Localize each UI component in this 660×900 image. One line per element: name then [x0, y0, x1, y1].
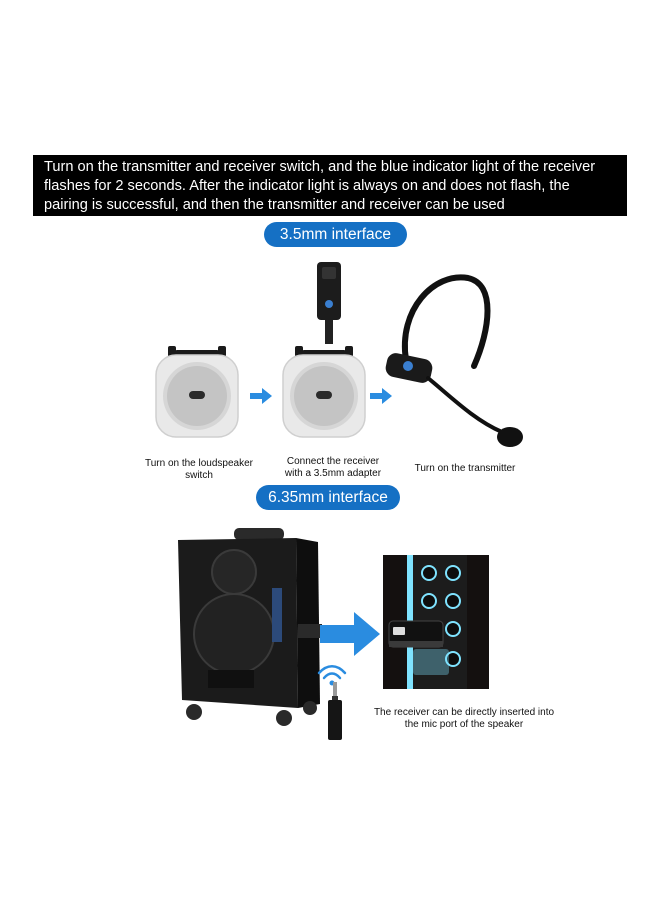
step-caption-transmitter: Turn on the transmitter: [402, 463, 528, 475]
loudspeaker-with-receiver-icon: [282, 262, 366, 438]
step-caption-loudspeaker: Turn on the loudspeaker switch: [140, 458, 258, 482]
banner-line-1: Turn on the transmitter and receiver swi…: [44, 159, 596, 175]
interface-635mm-label: 6.35mm interface: [256, 485, 400, 510]
headset-microphone-icon: [385, 274, 523, 447]
instruction-banner: Turn on the transmitter and receiver swi…: [33, 155, 627, 216]
banner-line-3: pairing is successful, and then the tran…: [44, 197, 505, 213]
arrow-icon: [320, 612, 380, 656]
caption-line: Turn on the loudspeaker: [144, 458, 254, 469]
caption-line: Connect the receiver: [286, 456, 380, 467]
receiver-plug-icon: [328, 682, 342, 740]
arrow-icon: [370, 388, 392, 404]
caption-line: with a 3.5mm adapter: [284, 468, 382, 479]
arrow-icon: [250, 388, 272, 404]
wifi-signal-icon: [317, 665, 347, 686]
banner-line-2: flashes for 2 seconds. After the indicat…: [44, 178, 570, 194]
caption-line: the mic port of the speaker: [404, 719, 524, 730]
interface-35mm-label: 3.5mm interface: [264, 222, 407, 247]
receiver-insert-caption: The receiver can be directly inserted in…: [368, 707, 560, 731]
mic-port-closeup-icon: [383, 555, 489, 689]
caption-line: Turn on the transmitter: [414, 463, 516, 474]
trolley-speaker-icon: [178, 528, 322, 726]
caption-line: switch: [185, 470, 213, 481]
step-caption-receiver: Connect the receiver with a 3.5mm adapte…: [270, 456, 396, 480]
loudspeaker-icon: [155, 346, 239, 438]
caption-line: The receiver can be directly inserted in…: [373, 707, 555, 718]
